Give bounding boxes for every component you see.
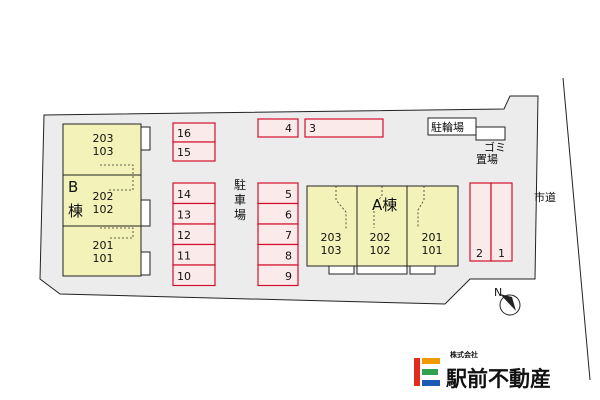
building-b-balcony xyxy=(140,126,151,151)
building-a: A棟 203 103 202 102 201 101 xyxy=(306,185,459,275)
garbage-label-char: 置 xyxy=(476,153,487,166)
parking-stall-label: 5 xyxy=(285,188,292,201)
parking-stall-9 xyxy=(257,264,299,287)
parking-stall-4 xyxy=(257,118,299,138)
garbage-label-char: 場 xyxy=(487,153,498,166)
parking-stall-label: 6 xyxy=(285,209,292,222)
building-a-name: A棟 xyxy=(372,196,397,214)
parking-stall-7 xyxy=(257,223,299,246)
parking-stall-label: 1 xyxy=(498,247,505,260)
building-b-unit-upper xyxy=(62,123,142,176)
parking-stall-label: 14 xyxy=(177,188,191,201)
parking-label-char: 場 xyxy=(234,208,246,222)
parking-stall-label: 12 xyxy=(177,229,191,242)
parking-stall-5 xyxy=(257,182,299,205)
logo-mark-bar xyxy=(422,369,438,375)
parking-stall-label: 4 xyxy=(285,122,292,135)
parking-stall-label: 9 xyxy=(285,270,292,283)
unit-label: 202 xyxy=(370,231,391,244)
parking-label-char: 駐 xyxy=(234,177,246,192)
parking-label-char: 車 xyxy=(234,193,246,207)
parking-stall-label: 2 xyxy=(476,247,483,260)
building-a-balcony xyxy=(328,265,355,275)
compass-icon: N xyxy=(494,286,521,316)
unit-label: 203 xyxy=(321,231,342,244)
building-b-balcony xyxy=(140,251,151,276)
building-a-balcony xyxy=(356,265,408,275)
building-a-unit-left xyxy=(306,185,358,267)
unit-label: 201 xyxy=(422,231,443,244)
unit-label: 201 xyxy=(93,239,114,252)
building-a-stairs xyxy=(373,186,383,228)
road-label: 市道 xyxy=(534,190,556,204)
company-logo: 株式会社 駅前不動産 xyxy=(414,350,551,391)
parking-stall-15 xyxy=(172,141,216,162)
parking-stall-label: 3 xyxy=(309,122,316,135)
parking-stall-label: 16 xyxy=(177,127,191,140)
parking-stall-3 xyxy=(304,118,384,138)
logo-mark-bar xyxy=(422,380,440,386)
unit-label: 102 xyxy=(93,203,114,216)
unit-label: 101 xyxy=(93,252,114,265)
parking-column-left: 16 15 14 13 12 11 10 xyxy=(172,122,216,287)
unit-label: 202 xyxy=(93,190,114,203)
building-a-stairs xyxy=(335,186,347,230)
building-b-balcony xyxy=(140,199,151,227)
unit-label: 101 xyxy=(422,244,443,257)
building-b-stairs xyxy=(100,227,134,239)
building-a-balcony xyxy=(409,265,436,275)
parking-stall-label: 15 xyxy=(177,146,191,159)
building-a-unit-middle xyxy=(356,185,408,267)
parking-stall-8 xyxy=(257,243,299,266)
parking-stall-label: 7 xyxy=(285,229,292,242)
building-b-unit-lower xyxy=(62,225,142,277)
parking-stall-6 xyxy=(257,202,299,225)
garbage-label-char: ゴミ xyxy=(484,140,506,154)
logo-mark-bar xyxy=(422,358,440,364)
unit-label: 102 xyxy=(370,244,391,257)
parking-column-middle: 5 6 7 8 9 xyxy=(257,182,299,287)
bike-parking-label: 駐輪場 xyxy=(431,120,464,134)
building-b-stairs xyxy=(100,164,134,191)
compass-north-label: N xyxy=(494,286,502,299)
logo-name: 駅前不動産 xyxy=(446,367,551,391)
parking-stall-1 xyxy=(490,182,513,262)
parking-stall-label: 13 xyxy=(177,209,191,222)
logo-tagline: 株式会社 xyxy=(450,350,478,359)
unit-label: 203 xyxy=(93,132,114,145)
logo-mark-bar xyxy=(414,358,420,386)
parking-stall-label: 11 xyxy=(177,250,191,263)
parking-stall-label: 8 xyxy=(285,250,292,263)
unit-label: 103 xyxy=(321,244,342,257)
bike-parking-extension xyxy=(475,126,506,141)
unit-label: 103 xyxy=(93,145,114,158)
parking-stall-10 xyxy=(172,264,216,287)
road-edge-line xyxy=(562,77,591,381)
building-a-unit-right xyxy=(406,185,459,267)
parking-stall-label: 10 xyxy=(177,270,191,283)
